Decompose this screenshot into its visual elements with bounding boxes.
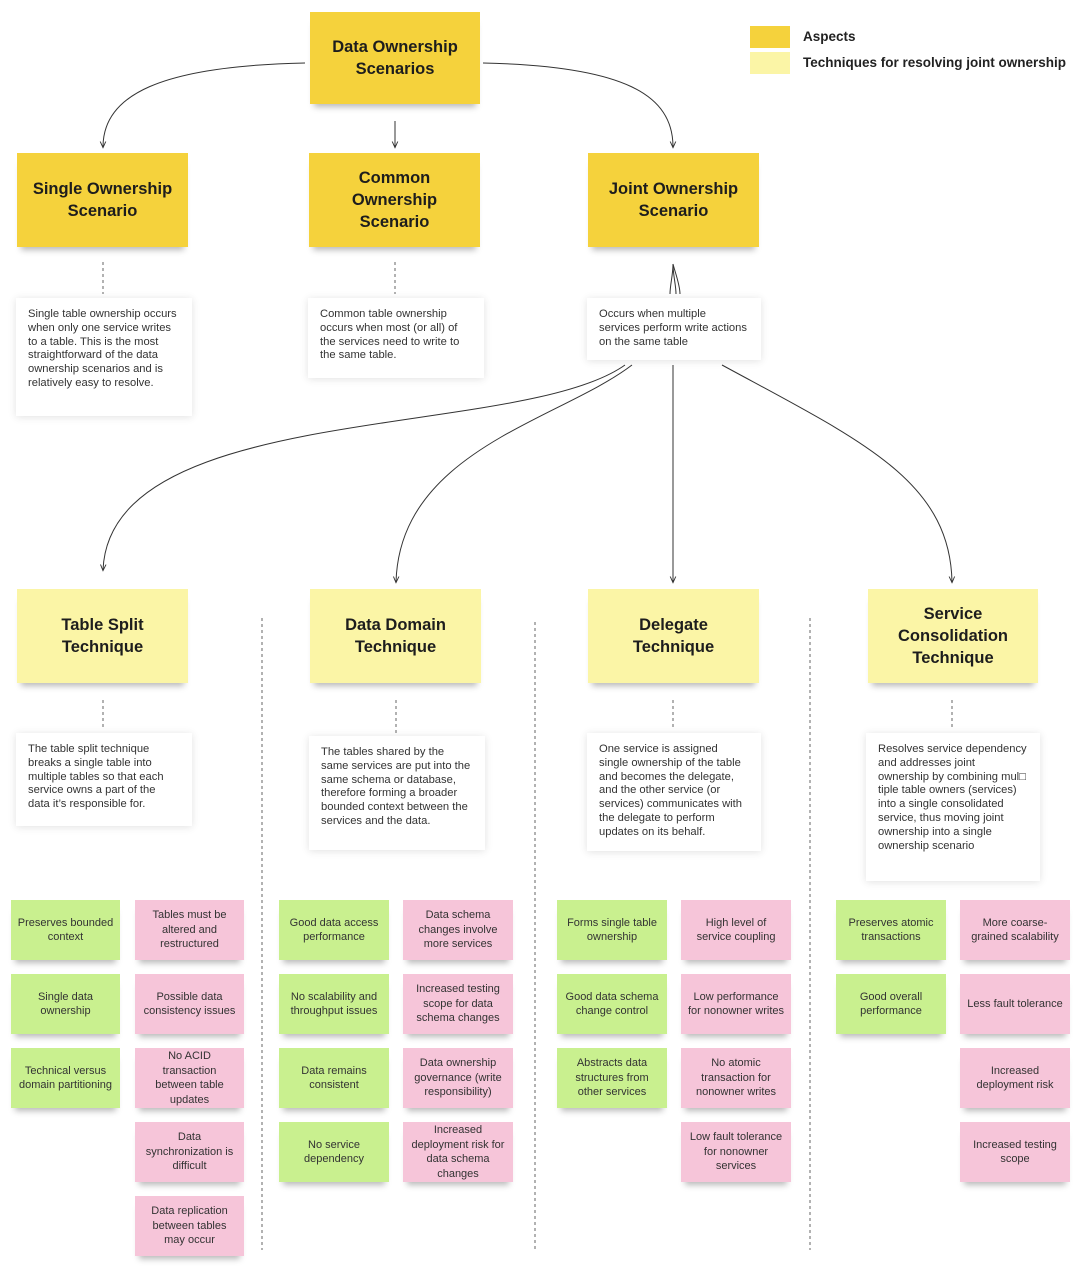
arrow-root-to-single	[103, 62, 306, 147]
table-split-con: Data synchronization is difficult	[135, 1122, 244, 1182]
arrow-desc-to-joint-c	[672, 263, 681, 295]
arrow-joint-to-consolidation	[721, 364, 952, 582]
scenario-joint-ownership: Joint Ownership Scenario	[588, 153, 759, 247]
delegate-con: No atomic transaction for nonowner write…	[681, 1048, 791, 1108]
data-domain-pro: No service dependency	[279, 1122, 389, 1182]
data-domain-pro: Data remains consistent	[279, 1048, 389, 1108]
delegate-pro: Forms single table ownership	[557, 900, 667, 960]
legend-swatch-aspects	[750, 26, 790, 48]
consolidation-con: Less fault tolerance	[960, 974, 1070, 1034]
technique-data-domain-desc: The tables shared by the same services a…	[309, 736, 485, 850]
technique-table-split: Table Split Technique	[17, 589, 188, 683]
arrow-root-to-joint	[482, 62, 673, 147]
table-split-con: Data replication between tables may occu…	[135, 1196, 244, 1256]
scenario-joint-desc: Occurs when multiple services perform wr…	[587, 298, 761, 360]
technique-delegate-desc: One service is assigned single ownership…	[587, 733, 761, 851]
scenario-single-desc: Single table ownership occurs when only …	[16, 298, 192, 416]
delegate-con: High level of service coupling	[681, 900, 791, 960]
technique-data-domain: Data Domain Technique	[310, 589, 481, 683]
table-split-con: Possible data consistency issues	[135, 974, 244, 1034]
data-domain-pro: Good data access performance	[279, 900, 389, 960]
data-domain-pro: No scalability and throughput issues	[279, 974, 389, 1034]
delegate-con: Low performance for nonowner writes	[681, 974, 791, 1034]
table-split-pro: Single data ownership	[11, 974, 120, 1034]
consolidation-con: Increased deployment risk	[960, 1048, 1070, 1108]
technique-delegate: Delegate Technique	[588, 589, 759, 683]
consolidation-con: Increased testing scope	[960, 1122, 1070, 1182]
scenario-common-ownership: Common Ownership Scenario	[309, 153, 480, 247]
table-split-con: Tables must be altered and restructured	[135, 900, 244, 960]
arrow-joint-to-table-split	[103, 364, 626, 570]
table-split-pro: Technical versus domain partitioning	[11, 1048, 120, 1108]
delegate-con: Low fault tolerance for nonowner service…	[681, 1122, 791, 1182]
data-domain-con: Increased testing scope for data schema …	[403, 974, 513, 1034]
data-domain-con: Increased deployment risk for data schem…	[403, 1122, 513, 1182]
consolidation-con: More coarse-grained scalability	[960, 900, 1070, 960]
consolidation-pro: Preserves atomic transactions	[836, 900, 946, 960]
arrow-desc-to-joint-a	[669, 263, 674, 295]
delegate-pro: Abstracts data structures from other ser…	[557, 1048, 667, 1108]
technique-service-consolidation: Service Consolidation Technique	[868, 589, 1038, 683]
legend-aspects: Aspects	[803, 29, 856, 44]
consolidation-pro: Good overall performance	[836, 974, 946, 1034]
technique-consolidation-desc: Resolves service dependency and addresse…	[866, 733, 1040, 881]
delegate-pro: Good data schema change control	[557, 974, 667, 1034]
data-domain-con: Data schema changes involve more service…	[403, 900, 513, 960]
root-note: Data Ownership Scenarios	[310, 12, 480, 104]
legend-swatch-techniques	[750, 52, 790, 74]
data-domain-con: Data ownership governance (write respons…	[403, 1048, 513, 1108]
scenario-single-ownership: Single Ownership Scenario	[17, 153, 188, 247]
table-split-con: No ACID transaction between table update…	[135, 1048, 244, 1108]
table-split-pro: Preserves bounded context	[11, 900, 120, 960]
arrow-desc-to-joint-b	[672, 263, 677, 295]
technique-table-split-desc: The table split technique breaks a singl…	[16, 733, 192, 826]
scenario-common-desc: Common table ownership occurs when most …	[308, 298, 484, 378]
legend-techniques: Techniques for resolving joint ownership	[803, 55, 1067, 70]
arrow-joint-to-data-domain	[396, 364, 633, 582]
